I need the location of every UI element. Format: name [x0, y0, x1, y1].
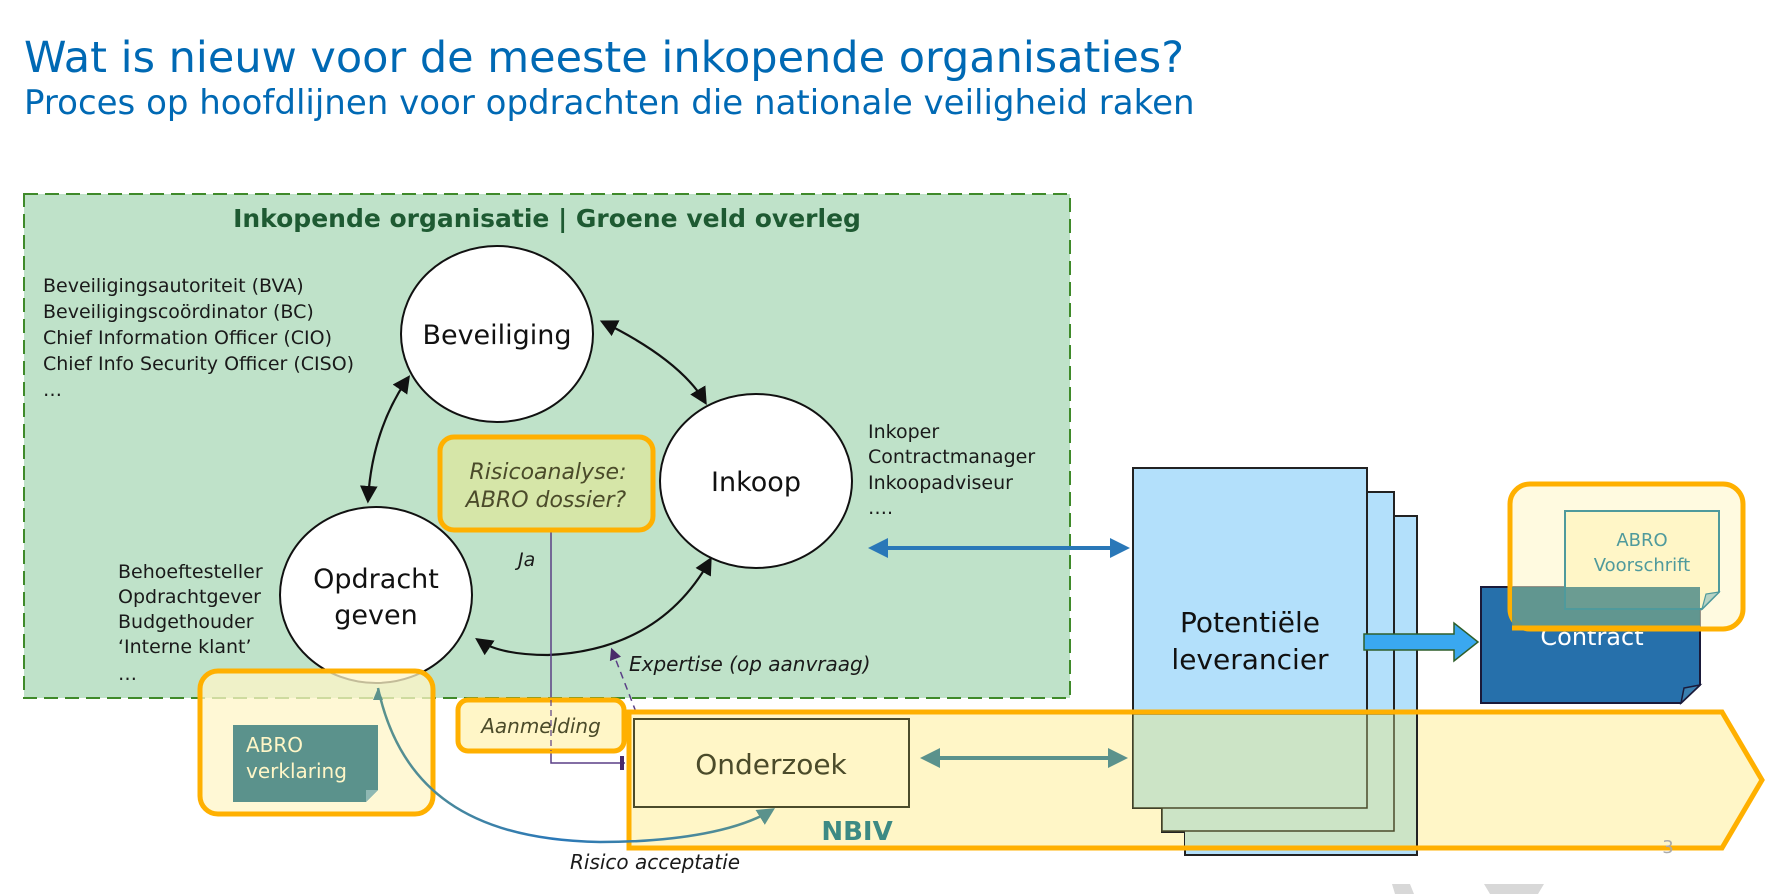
role-item: ‘Interne klant’ — [118, 636, 252, 658]
curve-arrowhead-top — [373, 688, 383, 700]
node-opdracht-geven[interactable]: Opdracht geven — [279, 506, 473, 684]
beveiliging-roles: Beveiligingsautoriteit (BVA) Beveiliging… — [43, 275, 354, 401]
node-opdracht-line2: geven — [334, 600, 417, 631]
node-beveiliging[interactable]: Beveiliging — [400, 245, 594, 423]
role-item: Chief Information Officer (CIO) — [43, 327, 332, 349]
role-item: Beveiligingscoördinator (BC) — [43, 301, 314, 323]
role-item: …. — [868, 497, 893, 519]
supplier-line2: leverancier — [1171, 643, 1329, 676]
voorschrift-line2: Voorschrift — [1594, 555, 1691, 576]
abro-verklaring-note — [233, 725, 378, 802]
risico-acceptatie-curve — [376, 687, 775, 844]
onderzoek-label: Onderzoek — [695, 748, 847, 781]
contract-overlap-tint — [1512, 587, 1700, 628]
role-item: Inkoper — [868, 421, 939, 443]
node-beveiliging-label: Beveiliging — [422, 320, 571, 351]
role-item: Chief Info Security Officer (CISO) — [43, 353, 354, 375]
role-item: Inkoopadviseur — [868, 472, 1013, 494]
verklaring-line1: ABRO — [246, 733, 303, 757]
aanmelding-box[interactable]: Aanmelding — [455, 697, 627, 754]
supplier-overlap-1 — [1132, 713, 1368, 809]
node-inkoop-label: Inkoop — [711, 467, 801, 498]
role-item: Contractmanager — [868, 446, 1035, 468]
risk-line2: ABRO dossier? — [464, 488, 627, 513]
page-number: 3 — [1662, 837, 1673, 858]
expertise-label: Expertise (op aanvraag) — [629, 652, 871, 676]
decor-mark — [1484, 884, 1544, 894]
risico-acceptatie-label: Risico acceptatie — [570, 850, 740, 874]
page-title: Wat is nieuw voor de meeste inkopende or… — [24, 33, 1184, 83]
page-subtitle: Proces op hoofdlijnen voor opdrachten di… — [24, 83, 1195, 123]
abro-verklaring-group[interactable]: ABRO verklaring — [197, 668, 436, 817]
opdracht-roles: Behoeftesteller Opdrachtgever Budgethoud… — [118, 561, 263, 685]
verklaring-line2: verklaring — [246, 759, 347, 783]
supplier-stack[interactable]: Potentiële leverancier — [629, 467, 1722, 856]
supplier-contract-arrow — [1363, 621, 1480, 663]
role-item: Budgethouder — [118, 611, 254, 633]
role-item: … — [118, 663, 137, 685]
org-field-header: Inkopende organisatie | Groene veld over… — [233, 204, 861, 233]
risk-line1: Risicoanalyse: — [470, 460, 627, 485]
supplier-line1: Potentiële — [1180, 606, 1320, 639]
role-item: Beveiligingsautoriteit (BVA) — [43, 275, 304, 297]
voorschrift-edge — [1564, 587, 1702, 610]
role-item: Behoeftesteller — [118, 561, 263, 583]
voorschrift-line1: ABRO — [1616, 530, 1667, 551]
ja-connector-end — [620, 756, 624, 770]
decor-mark — [1392, 884, 1414, 894]
inkoop-roles: Inkoper Contractmanager Inkoopadviseur …… — [868, 421, 1035, 519]
ja-label: Ja — [514, 549, 535, 571]
aanmelding-label: Aanmelding — [479, 714, 601, 738]
node-inkoop[interactable]: Inkoop — [659, 393, 853, 569]
onderzoek-box[interactable]: Onderzoek — [633, 718, 910, 808]
arrow-beveiliging-inkoop — [599, 320, 707, 406]
arrow-opdracht-beveiliging — [360, 375, 411, 504]
arrow-inkoop-opdracht — [475, 556, 712, 657]
node-opdracht-line1: Opdracht — [313, 564, 439, 595]
nbiv-label: NBIV — [821, 817, 892, 847]
role-item: Opdrachtgever — [118, 586, 261, 608]
risk-analysis-box[interactable]: Risicoanalyse: ABRO dossier? — [437, 434, 656, 533]
ja-connector-line — [550, 520, 625, 764]
role-item: … — [43, 379, 62, 401]
